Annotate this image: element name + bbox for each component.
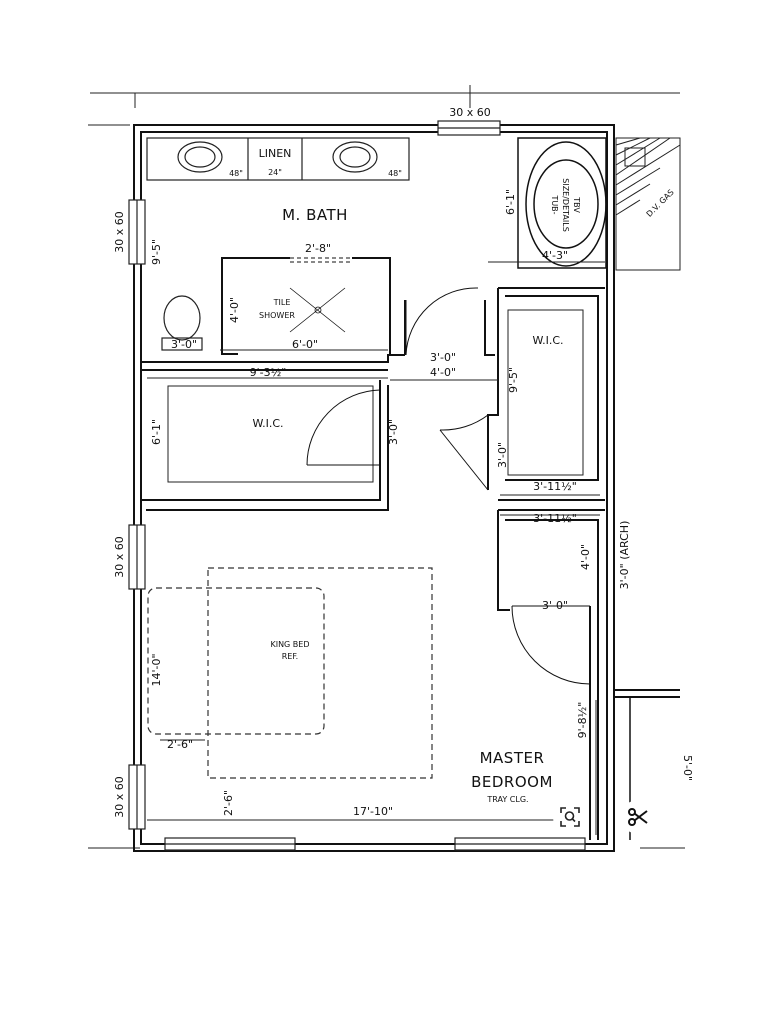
wic-top-width-dim: 3'-11½" [533,480,577,493]
tile-shower [221,257,391,355]
wic-left-height-dim: 6'-1" [150,419,163,445]
linen-width-label: 24" [268,168,282,177]
closet-height-dim: 4'-0" [579,544,592,570]
tile-shower-label-2: SHOWER [259,311,295,320]
bed-offset-vertical-dim: 2'-6" [222,790,235,816]
interior-walls [141,287,680,840]
tub-label-1: TUB- [550,194,559,214]
window-top-label: 30 x 60 [449,106,491,119]
bed-offset-dim: 2'-6" [167,738,193,751]
tile-shower-label-1: TILE [273,298,291,307]
fireplace [615,137,681,271]
tray-ceiling-label: TRAY CLG. [486,795,528,804]
master-bedroom-label-2: BEDROOM [471,773,553,791]
bath-height-dim: 9'-5" [150,239,163,265]
master-bath-label: M. BATH [282,206,348,224]
arch-dim: 3'-0" (ARCH) [618,521,631,590]
shower-bottom-dim: 6'-0" [292,338,318,351]
wic-top-height-dim: 9'-5" [507,367,520,393]
scissors-icon [628,808,648,826]
room-width-dim: 17'-10" [353,805,393,818]
scissors-button[interactable] [621,800,655,834]
tub [517,137,607,269]
window-left-middle-label: 30 x 60 [113,536,126,578]
window-left-upper-label: 30 x 60 [113,211,126,253]
closet-door-dim: 3'-0" [542,599,568,612]
tub-label-3: TBV [572,196,581,213]
king-bed-label-1: KING BED [270,640,309,649]
shower-side-dim: 4'-0" [228,297,241,323]
fireplace-label: D.V. GAS [645,188,676,219]
room-right-dim: 9'-8½" [576,702,589,739]
wic-left-width-dim: 9'-3½" [250,366,287,379]
window-left-lower-label: 30 x 60 [113,776,126,818]
vanity-left-label: 48" [229,169,243,178]
linen-label: LINEN [259,147,292,160]
right-partial-dim: 5'-0" [681,755,694,781]
wic-left-door-dim: 3'-0" [387,419,400,445]
bath-fixtures [146,137,410,351]
hall-dim: 4'-0" [430,366,456,379]
tub-width-dim: 4'-3" [542,249,568,262]
visual-search-button[interactable] [553,800,587,834]
tub-label-2: SIZE/DETAILS [561,178,570,232]
reference-lines [88,85,685,849]
tub-height-dim: 6'-1" [504,189,517,215]
wic-top-door-dim: 3'-0" [496,442,509,468]
closet-width-dim: 3'-11½" [533,512,577,525]
king-bed-label-2: REF. [282,652,298,661]
bed-height-dim: 14'-0" [150,653,163,686]
door-swings [306,287,591,685]
wic-shelves [167,309,584,483]
bed-outline [147,567,433,779]
vanity-right-label: 48" [388,169,402,178]
windows [128,120,586,851]
toilet-dim: 3'-0" [171,338,197,351]
wic-top-label: W.I.C. [532,334,563,347]
bath-door-dim: 3'-0" [430,351,456,364]
dimension-lines [147,261,605,835]
visual-search-icon [560,807,580,827]
master-bedroom-label-1: MASTER [480,749,545,767]
wic-left-label: W.I.C. [252,417,283,430]
shower-top-dim: 2'-8" [305,242,331,255]
